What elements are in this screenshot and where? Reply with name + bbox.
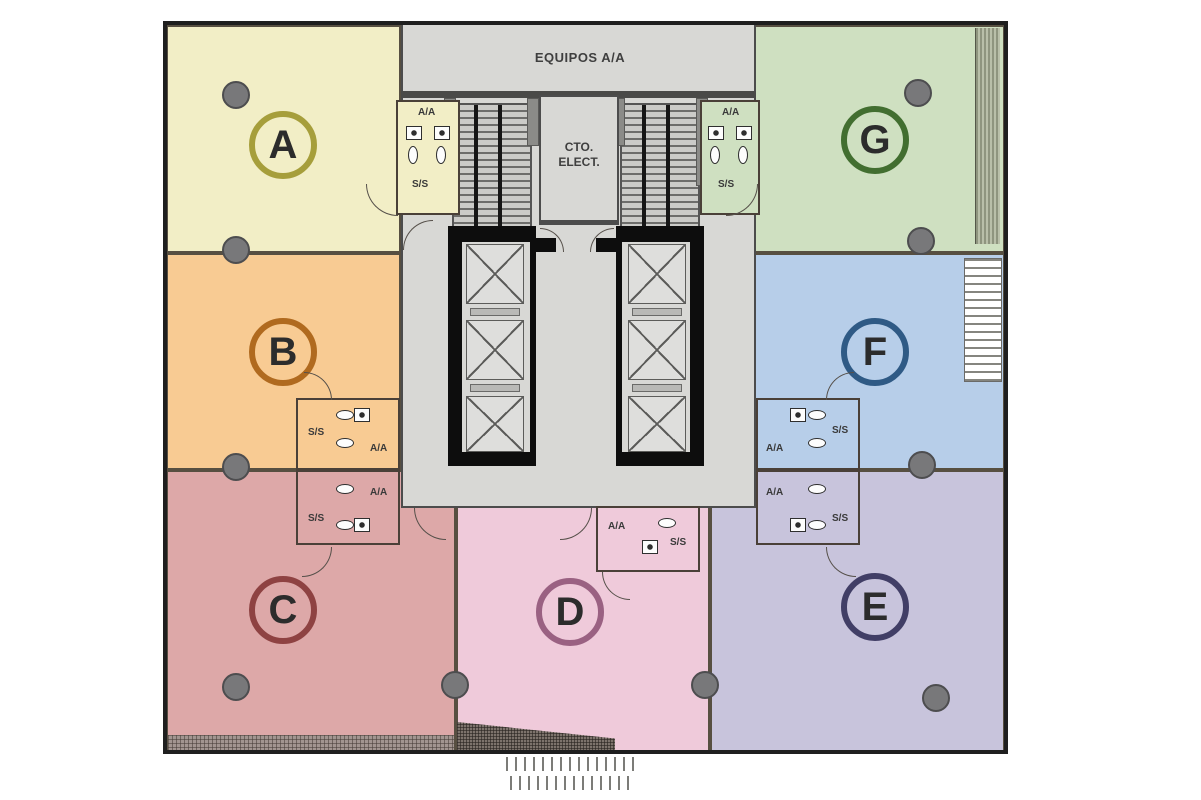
sink-icon	[408, 146, 418, 164]
wc-icon	[642, 540, 658, 554]
wc-icon	[790, 518, 806, 532]
elevator-cabin	[628, 320, 686, 380]
stairwell-right	[620, 103, 700, 231]
column	[922, 684, 950, 712]
elevator-cabin	[466, 244, 524, 304]
stair-rail	[473, 105, 478, 229]
equipment-room-wall	[401, 91, 756, 98]
ac-label: A/A	[608, 521, 626, 532]
sink-icon	[808, 520, 826, 530]
elevator-cabin	[628, 244, 686, 304]
ac-label: A/A	[722, 107, 740, 118]
wc-icon	[406, 126, 422, 140]
elevator-bank-left	[448, 226, 536, 466]
equipment-room-label: EQUIPOS A/A	[534, 50, 626, 65]
wc-icon	[736, 126, 752, 140]
wc-icon	[434, 126, 450, 140]
zone-g-badge: G	[841, 106, 909, 174]
sanitary-label: S/S	[832, 513, 849, 524]
sink-icon	[710, 146, 720, 164]
stairwell-left	[452, 103, 532, 231]
stair-rail	[641, 105, 646, 229]
sanitary-block-top-left: A/A S/S	[396, 100, 460, 215]
wc-icon	[708, 126, 724, 140]
exterior-stair-ticks	[506, 757, 636, 771]
sink-icon	[336, 484, 354, 494]
elevator-cabin	[466, 396, 524, 452]
elevator-bank-right	[616, 226, 704, 466]
elevator-door-sill	[470, 384, 520, 392]
zone-d-letter: D	[555, 590, 585, 634]
sanitary-block-right-lower: A/A S/S	[756, 470, 860, 545]
sanitary-label: S/S	[670, 537, 687, 548]
column	[904, 79, 932, 107]
zone-e-badge: E	[841, 573, 909, 641]
sink-icon	[738, 146, 748, 164]
zone-b-letter: B	[268, 330, 298, 374]
zone-a-badge: A	[249, 111, 317, 179]
sink-icon	[658, 518, 676, 528]
column	[222, 81, 250, 109]
elevator-cabin	[466, 320, 524, 380]
elevator-shaft	[462, 242, 530, 452]
exterior-stair-ticks	[510, 776, 632, 790]
elevator-door-sill	[632, 384, 682, 392]
sink-icon	[336, 410, 354, 420]
electrical-room-label: CTO. ELECT.	[558, 140, 600, 169]
sanitary-label: S/S	[412, 179, 429, 190]
zone-a-letter: A	[268, 123, 298, 167]
zone-g-letter: G	[859, 118, 891, 162]
sink-icon	[336, 438, 354, 448]
sanitary-block-left-lower: A/A S/S	[296, 470, 400, 545]
ac-label: A/A	[766, 443, 784, 454]
column	[222, 236, 250, 264]
sink-icon	[808, 438, 826, 448]
column	[908, 451, 936, 479]
electrical-room	[539, 95, 619, 225]
ac-label: A/A	[418, 107, 436, 118]
sanitary-label: S/S	[308, 513, 325, 524]
elevator-cabin	[628, 396, 686, 452]
wc-icon	[354, 518, 370, 532]
column	[441, 671, 469, 699]
sanitary-label: S/S	[308, 427, 325, 438]
sink-icon	[436, 146, 446, 164]
stair-rail	[498, 105, 503, 229]
zone-c-letter: C	[268, 588, 298, 632]
column	[222, 453, 250, 481]
sanitary-block-left-upper: S/S A/A	[296, 398, 400, 470]
terrace-hatch-bottom-left	[168, 735, 454, 752]
elevator-door-sill	[632, 308, 682, 316]
stair-rail	[666, 105, 671, 229]
zone-b-badge: B	[249, 318, 317, 386]
zone-f-badge: F	[841, 318, 909, 386]
ac-label: A/A	[766, 487, 784, 498]
balcony-hatch-right	[975, 28, 1000, 244]
ac-label: A/A	[370, 487, 388, 498]
column	[691, 671, 719, 699]
fire-escape-ladder	[964, 258, 1002, 382]
wall-stub	[527, 98, 539, 146]
sink-icon	[808, 410, 826, 420]
column	[222, 673, 250, 701]
zone-d-badge: D	[536, 578, 604, 646]
sanitary-label: S/S	[832, 425, 849, 436]
sanitary-block-bottom-center: A/A S/S	[596, 506, 700, 572]
zone-c-badge: C	[249, 576, 317, 644]
column	[907, 227, 935, 255]
ac-label: A/A	[370, 443, 388, 454]
sink-icon	[336, 520, 354, 530]
elevator-door-sill	[470, 308, 520, 316]
wc-icon	[354, 408, 370, 422]
zone-f-letter: F	[862, 330, 888, 374]
sanitary-block-right-upper: S/S A/A	[756, 398, 860, 470]
zone-e-letter: E	[861, 585, 889, 629]
wc-icon	[790, 408, 806, 422]
elevator-shaft	[622, 242, 690, 452]
sink-icon	[808, 484, 826, 494]
